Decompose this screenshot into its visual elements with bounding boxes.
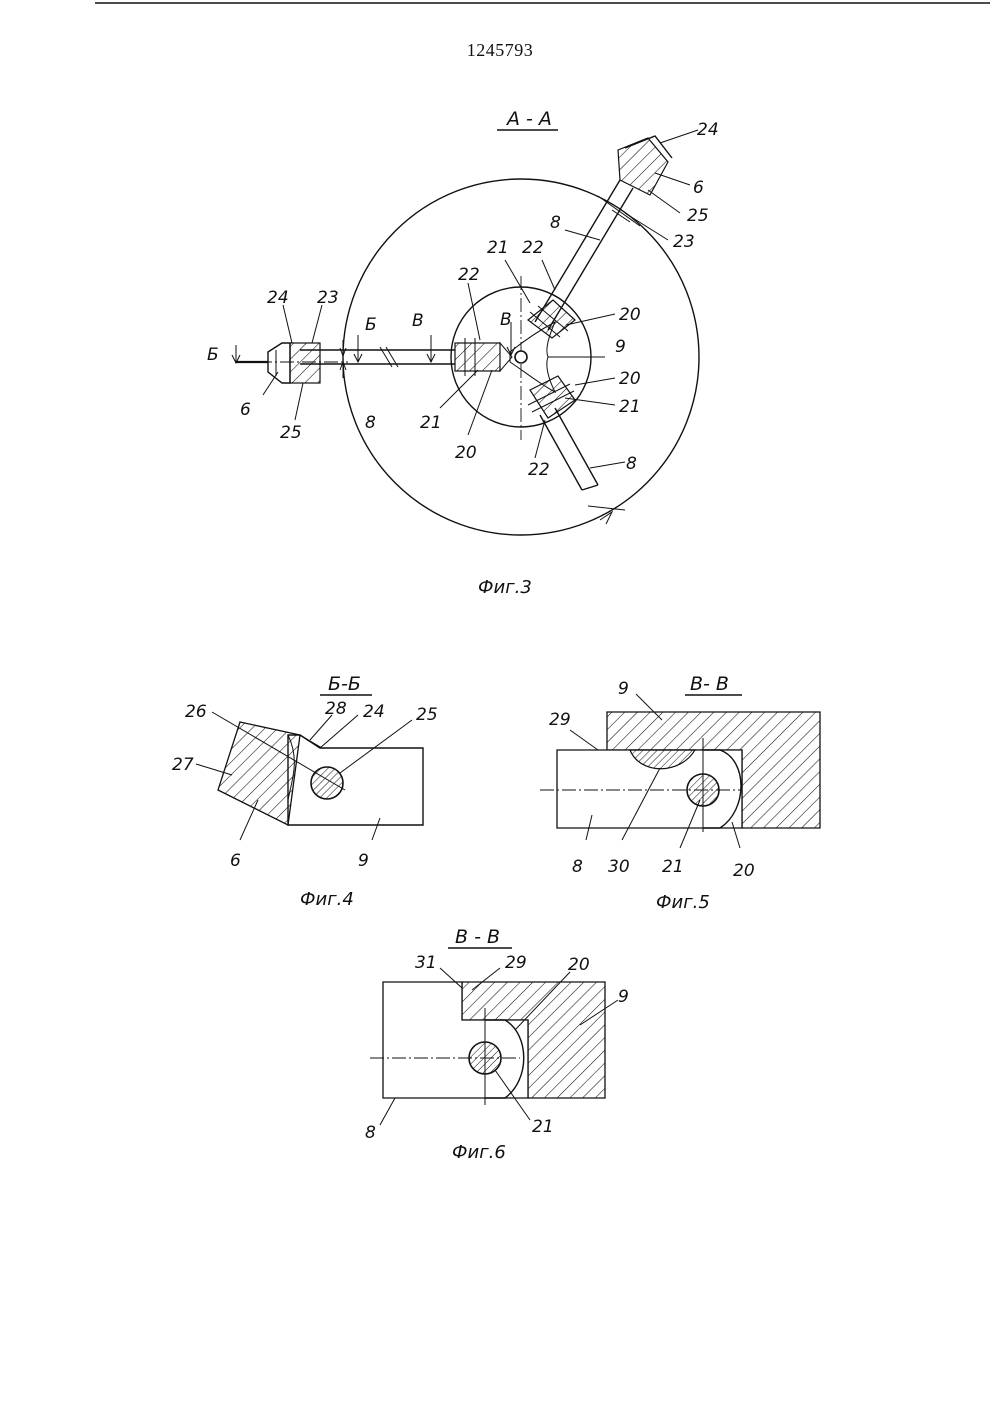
fig3-label-22-left: 22 bbox=[458, 265, 480, 285]
fig6-label-20: 20 bbox=[568, 955, 590, 975]
fig3-label-21-lower: 21 bbox=[619, 397, 641, 417]
fig3-label-20-left: 20 bbox=[455, 443, 477, 463]
fig3-label-8-top: 8 bbox=[550, 213, 561, 233]
fig6-label-31: 31 bbox=[415, 953, 437, 973]
lower-arm-block bbox=[530, 376, 575, 418]
fig3-label-22-lower: 22 bbox=[528, 460, 550, 480]
fig3-label-8-lower: 8 bbox=[626, 454, 637, 474]
fig3-label-25-left: 25 bbox=[280, 423, 302, 443]
fig4-label-27: 27 bbox=[172, 755, 194, 775]
fig6-label-21: 21 bbox=[532, 1117, 554, 1137]
fig6-label-29: 29 bbox=[505, 953, 527, 973]
fig3-label-21-top: 21 bbox=[487, 238, 509, 258]
fig3-label-23-top: 23 bbox=[673, 232, 695, 252]
center-pivot bbox=[515, 351, 527, 363]
figure-4: Б-Б 26 28 24 25 27 6 9 bbox=[172, 673, 438, 910]
fig5-section-label: В- В bbox=[690, 673, 729, 695]
fig3-label-B-right: Б bbox=[365, 315, 377, 335]
fig6-section-label: В - В bbox=[455, 926, 500, 948]
fig3-label-9: 9 bbox=[615, 337, 626, 357]
fig5-label-29: 29 bbox=[549, 710, 571, 730]
fig4-pin-25 bbox=[311, 767, 343, 799]
fig3-label-6-left: 6 bbox=[240, 400, 251, 420]
fig3-label-21-left: 21 bbox=[420, 413, 442, 433]
fig3-label-25-top: 25 bbox=[687, 206, 709, 226]
fig3-label-20-lower: 20 bbox=[619, 369, 641, 389]
left-arm-block bbox=[455, 343, 500, 371]
left-end-head bbox=[268, 343, 290, 383]
fig3-label-24-left: 24 bbox=[267, 288, 289, 308]
fig3-label-B-left: Б bbox=[207, 345, 219, 365]
fig4-label-9: 9 bbox=[358, 851, 369, 871]
fig4-section-label: Б-Б bbox=[328, 673, 361, 695]
left-end-clamp bbox=[290, 343, 320, 383]
fig5-label-8: 8 bbox=[572, 857, 583, 877]
fig3-label-8-left: 8 bbox=[365, 413, 376, 433]
fig4-label-28: 28 bbox=[325, 699, 347, 719]
fig3-label-24-top: 24 bbox=[697, 120, 719, 140]
fig3-caption: Фиг.3 bbox=[478, 577, 532, 598]
fig4-label-26: 26 bbox=[185, 702, 207, 722]
fig6-label-9: 9 bbox=[618, 987, 629, 1007]
figure-3: A - A bbox=[207, 108, 719, 598]
fig3-section-label: A - A bbox=[505, 108, 552, 130]
fig5-label-21: 21 bbox=[662, 857, 684, 877]
upper-right-arm bbox=[528, 136, 672, 338]
fig5-label-20: 20 bbox=[733, 861, 755, 881]
fig6-caption: Фиг.6 bbox=[452, 1142, 506, 1163]
fig4-label-25: 25 bbox=[416, 705, 438, 725]
lower-right-arm bbox=[528, 376, 625, 524]
figure-6: В - В 31 29 20 9 8 21 Фиг.6 bbox=[365, 926, 629, 1163]
fig3-label-22-top: 22 bbox=[522, 238, 544, 258]
fig6-label-8: 8 bbox=[365, 1123, 376, 1143]
lower-rod-8-b bbox=[555, 408, 598, 485]
fig3-label-23-left: 23 bbox=[317, 288, 339, 308]
fig4-label-6: 6 bbox=[230, 851, 241, 871]
fig4-label-24: 24 bbox=[363, 702, 385, 722]
fig3-label-6-top: 6 bbox=[693, 178, 704, 198]
figure-5: В- В 9 29 8 30 21 20 bbox=[540, 673, 820, 913]
fig3-label-V-center: В bbox=[500, 310, 512, 330]
fig5-caption: Фиг.5 bbox=[656, 892, 710, 913]
upper-end-clamp bbox=[618, 138, 668, 195]
fig4-part-9 bbox=[288, 735, 423, 825]
fig3-label-20-upper: 20 bbox=[619, 305, 641, 325]
fig3-label-V-left: В bbox=[412, 311, 424, 331]
fig4-caption: Фиг.4 bbox=[300, 889, 354, 910]
fig5-label-9: 9 bbox=[618, 679, 629, 699]
fig5-label-30: 30 bbox=[608, 857, 630, 877]
upper-rod-8-a bbox=[535, 180, 620, 322]
